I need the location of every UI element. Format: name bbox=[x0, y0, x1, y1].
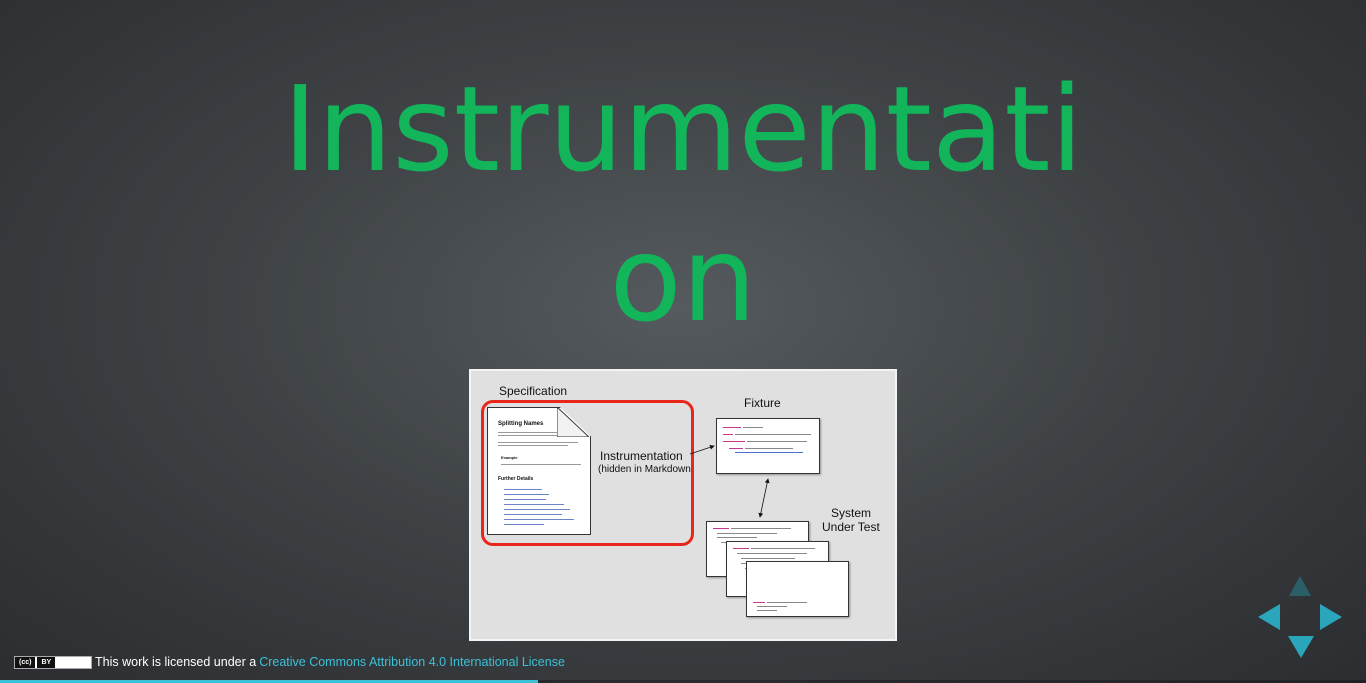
fixture-document bbox=[716, 418, 820, 474]
doc-heading: Splitting Names bbox=[498, 421, 544, 427]
license-prefix: This work is licensed under a bbox=[95, 655, 257, 669]
navigation-controls bbox=[1256, 574, 1344, 662]
slide-progress-bar bbox=[0, 680, 1366, 683]
arrow-down-icon[interactable] bbox=[1288, 636, 1314, 658]
specification-document: Splitting Names Example Further Details bbox=[487, 407, 591, 535]
system-label-line-1: System bbox=[831, 506, 872, 520]
fixture-label: Fixture bbox=[744, 396, 781, 410]
instrumentation-label: Instrumentation bbox=[600, 449, 683, 463]
slide-title: Instrumentati on bbox=[0, 54, 1366, 354]
page-fold-icon bbox=[557, 407, 589, 437]
doc-example: Example bbox=[501, 455, 518, 460]
doc-further-details: Further Details bbox=[498, 476, 534, 482]
badge-by: BY bbox=[37, 656, 56, 668]
instrumentation-diagram: Specification Fixture Instrumentation (h… bbox=[469, 369, 897, 641]
arrow-left-icon[interactable] bbox=[1258, 604, 1280, 630]
diagram-arrows bbox=[689, 444, 770, 518]
system-label-line-2: Under Test bbox=[822, 520, 880, 534]
instrumentation-note: (hidden in Markdown) bbox=[598, 464, 695, 475]
specification-label: Specification bbox=[499, 384, 568, 398]
arrow-up-icon[interactable] bbox=[1289, 574, 1311, 596]
arrow-right-icon[interactable] bbox=[1320, 604, 1342, 630]
instrumentation-highlight bbox=[481, 400, 694, 546]
cc-by-badge-icon[interactable]: (cc) BY bbox=[14, 655, 92, 669]
slide-title-line-2: on bbox=[609, 210, 757, 348]
slide-progress-fill bbox=[0, 680, 539, 683]
slide-title-line-1: Instrumentati bbox=[282, 60, 1084, 198]
badge-cc: (cc) bbox=[15, 656, 36, 668]
license-link[interactable]: Creative Commons Attribution 4.0 Interna… bbox=[259, 655, 565, 669]
system-document-3 bbox=[746, 561, 849, 617]
license-footer: (cc) BY This work is licensed under a Cr… bbox=[14, 654, 565, 670]
